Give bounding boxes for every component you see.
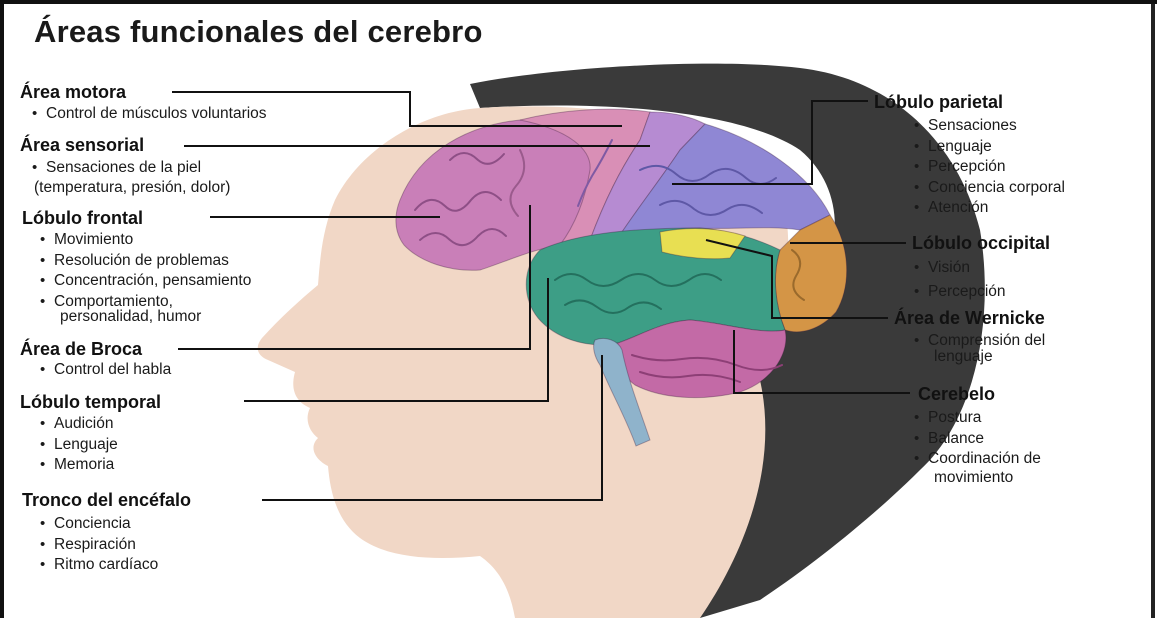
gyrus-fold	[631, 354, 783, 371]
frame-border-left	[0, 0, 4, 618]
list-item: Coordinación de	[914, 449, 1041, 470]
label-area-motora: Área motora	[20, 82, 127, 102]
list-item: Sensaciones de la piel	[32, 158, 201, 179]
label-lobulo-parietal: Lóbulo parietal	[874, 92, 1004, 112]
label-tronco-encefalo: Tronco del encéfalo	[22, 490, 192, 510]
leader-line-area-motora	[172, 91, 622, 127]
note-lobulo-frontal: personalidad, humor	[60, 308, 202, 325]
gyrus-fold	[414, 191, 502, 212]
leader-line-area-broca	[178, 205, 531, 350]
list-item: Percepción	[914, 157, 1065, 178]
hair	[470, 63, 985, 618]
list-item: Visión	[914, 258, 1006, 279]
list-item: Atención	[914, 198, 1065, 219]
list-lobulo-temporal: Audición Lenguaje Memoria	[40, 414, 118, 476]
frame-border-right	[1151, 4, 1155, 618]
list-item: Respiración	[40, 535, 158, 556]
gyrus-fold	[564, 299, 662, 314]
list-item: Memoria	[40, 455, 118, 476]
list-area-motora: Control de músculos voluntarios	[32, 104, 267, 125]
label-cerebelo: Cerebelo	[918, 384, 996, 404]
label-area-broca: Área de Broca	[20, 339, 143, 359]
leader-line-tronco-encefalo	[262, 355, 603, 501]
gyrus-fold	[639, 371, 741, 383]
list-area-broca: Control del habla	[40, 360, 171, 381]
gyrus-fold	[509, 149, 526, 217]
label-lobulo-temporal: Lóbulo temporal	[20, 392, 161, 412]
leader-lines	[172, 91, 910, 501]
list-item: Conciencia	[40, 514, 158, 535]
list-item: Audición	[40, 414, 118, 435]
leader-line-lobulo-parietal	[672, 100, 868, 185]
list-item: Control del habla	[40, 360, 171, 381]
label-area-wernicke: Área de Wernicke	[894, 308, 1045, 328]
gyrus-fold	[554, 273, 722, 287]
wernicke-area	[659, 228, 746, 260]
list-lobulo-occipital: Visión Percepción	[914, 258, 1006, 302]
parietal-lobe	[618, 123, 831, 236]
list-item: Ritmo cardíaco	[40, 555, 158, 576]
gyrus-fold	[639, 164, 777, 185]
note-area-wernicke: lenguaje	[934, 348, 993, 365]
brainstem	[593, 337, 651, 447]
list-item: Percepción	[914, 282, 1006, 303]
list-item: Movimiento	[40, 230, 251, 251]
leader-line-lobulo-temporal	[244, 278, 549, 402]
note-area-sensorial: (temperatura, presión, dolor)	[34, 179, 231, 196]
list-item: Postura	[914, 408, 1041, 429]
gyrus-fold	[791, 249, 805, 301]
list-item: Balance	[914, 429, 1041, 450]
occipital-lobe	[774, 214, 848, 333]
gyrus-fold	[659, 199, 763, 216]
note-cerebelo: movimiento	[934, 469, 1014, 486]
label-area-sensorial: Área sensorial	[20, 135, 145, 155]
list-area-wernicke: Comprensión del	[914, 331, 1045, 352]
list-area-sensorial: Sensaciones de la piel	[32, 158, 201, 179]
leader-line-area-wernicke	[705, 239, 888, 319]
list-cerebelo: Postura Balance Coordinación de	[914, 408, 1041, 470]
label-lobulo-occipital: Lóbulo occipital	[912, 233, 1050, 253]
list-lobulo-frontal: Movimiento Resolución de problemas Conce…	[40, 230, 251, 312]
brain-gyri	[414, 139, 805, 383]
list-tronco-encefalo: Conciencia Respiración Ritmo cardíaco	[40, 514, 158, 576]
list-item: Lenguaje	[914, 137, 1065, 158]
list-item: Conciencia corporal	[914, 178, 1065, 199]
frame-border-top	[0, 0, 1157, 4]
gyrus-fold	[449, 152, 505, 165]
list-lobulo-parietal: Sensaciones Lenguaje Percepción Concienc…	[914, 116, 1065, 219]
list-item: Concentración, pensamiento	[40, 271, 251, 292]
gyrus-fold	[419, 228, 507, 247]
label-lobulo-frontal: Lóbulo frontal	[22, 208, 143, 228]
list-item: Comportamiento,	[40, 292, 251, 313]
gyrus-fold	[577, 139, 613, 207]
diagram-title: Áreas funcionales del cerebro	[34, 14, 483, 49]
list-item: Resolución de problemas	[40, 251, 251, 272]
list-item: Control de músculos voluntarios	[32, 104, 267, 125]
list-item: Comprensión del	[914, 331, 1045, 352]
list-item: Lenguaje	[40, 435, 118, 456]
list-item: Sensaciones	[914, 116, 1065, 137]
leader-line-cerebelo	[733, 330, 910, 394]
